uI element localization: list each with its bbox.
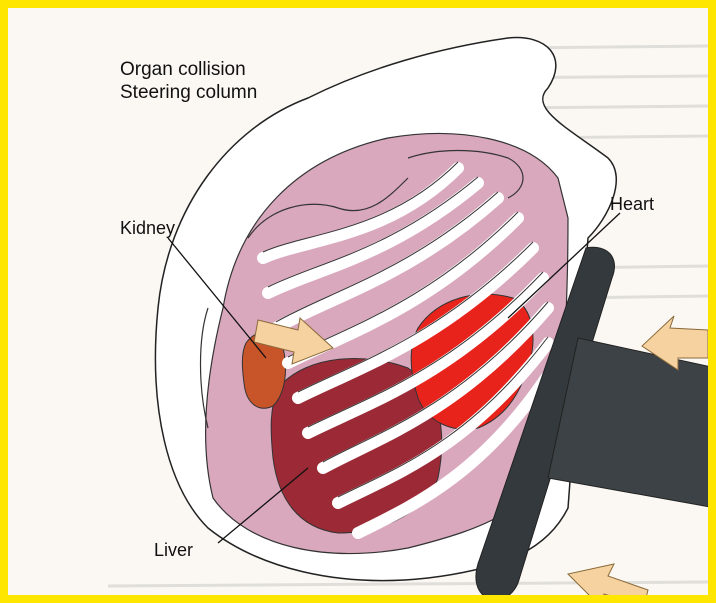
- caption-line-steering-column: Steering column: [120, 81, 257, 104]
- figure-caption: Organ collision Steering column: [120, 58, 257, 104]
- chest-collision-illustration: [8, 8, 716, 603]
- steering-hub: [548, 338, 716, 508]
- label-kidney: Kidney: [120, 218, 175, 239]
- label-liver: Liver: [154, 540, 193, 561]
- label-heart: Heart: [610, 194, 654, 215]
- caption-line-organ-collision: Organ collision: [120, 58, 257, 81]
